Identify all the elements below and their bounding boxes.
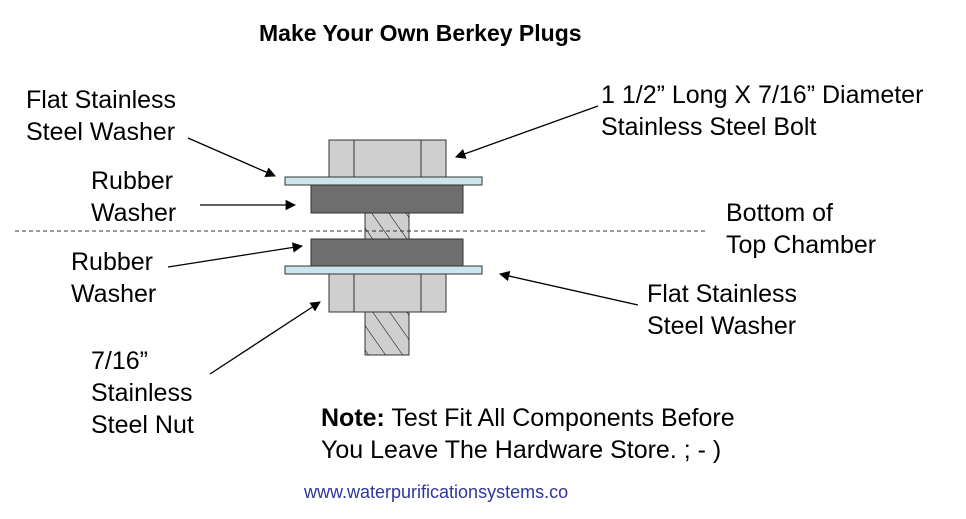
nut: [328, 273, 447, 313]
top-rubber-washer: [310, 184, 464, 214]
label-nut: 7/16” Stainless Steel Nut: [91, 347, 194, 439]
bolt-head: [328, 139, 447, 178]
note-line-2: You Leave The Hardware Store. ; - ): [321, 436, 722, 464]
note-line-1: Test Fit All Components Before: [391, 404, 735, 432]
label-chamber-bottom: Bottom of Top Chamber: [726, 199, 877, 259]
arrow-bottom-washer: [498, 270, 639, 306]
website-link[interactable]: www.waterpurificationsystems.co: [304, 482, 569, 502]
note-block: Note: Test Fit All Components Before You…: [321, 402, 735, 466]
label-rubber-washer-bottom: Rubber Washer: [71, 248, 157, 308]
diagram-title: Make Your Own Berkey Plugs: [259, 20, 582, 46]
bottom-flat-washer: [284, 265, 483, 275]
label-rubber-washer-top: Rubber Washer: [91, 167, 177, 227]
arrow-bolt: [455, 105, 599, 159]
arrow-top-washer: [187, 137, 276, 178]
label-bolt: 1 1/2” Long X 7/16” Diameter Stainless S…: [601, 81, 924, 141]
note-prefix: Note:: [321, 404, 385, 432]
arrow-rubber-bottom: [167, 242, 304, 268]
bolt-end-hatch: [365, 312, 409, 355]
bottom-rubber-washer: [310, 238, 464, 267]
arrow-nut: [209, 301, 321, 375]
bolt-shank-hatch: [365, 213, 409, 239]
top-flat-washer: [284, 176, 483, 186]
label-top-flat-washer: Flat Stainless Steel Washer: [26, 86, 177, 146]
label-bottom-flat-washer: Flat Stainless Steel Washer: [647, 280, 798, 340]
